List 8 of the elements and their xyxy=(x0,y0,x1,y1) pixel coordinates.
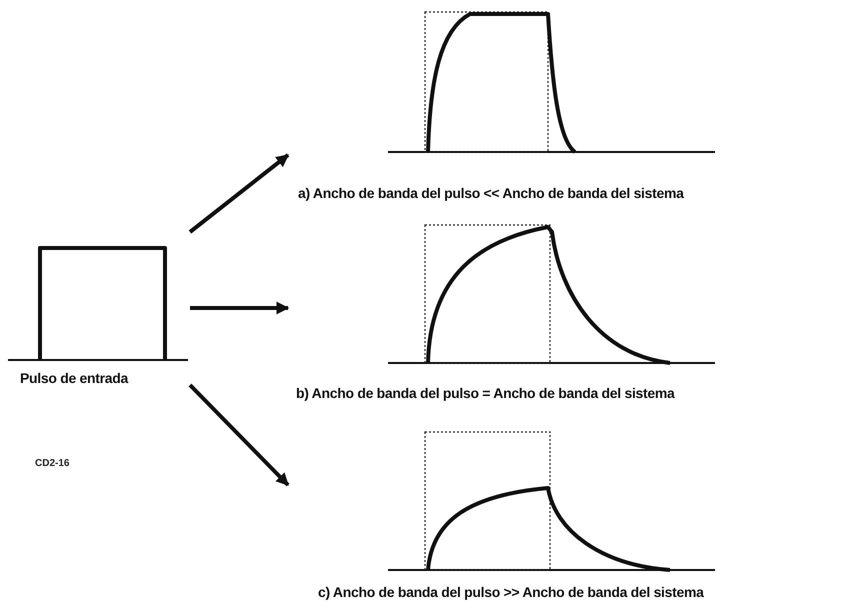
plot-caption: b) Ancho de banda del pulso = Ancho de banda del sistema xyxy=(296,385,675,401)
arrow xyxy=(188,153,290,234)
plot-caption: c) Ancho de banda del pulso >> Ancho de banda del sistema xyxy=(318,584,704,600)
arrow xyxy=(190,302,290,314)
figure-code: CD2-16 xyxy=(35,458,70,469)
plot-caption: a) Ancho de banda del pulso << Ancho de banda del sistema xyxy=(298,185,684,201)
plot-caption: Pulso de entrada xyxy=(20,370,128,386)
arrow xyxy=(188,384,290,486)
